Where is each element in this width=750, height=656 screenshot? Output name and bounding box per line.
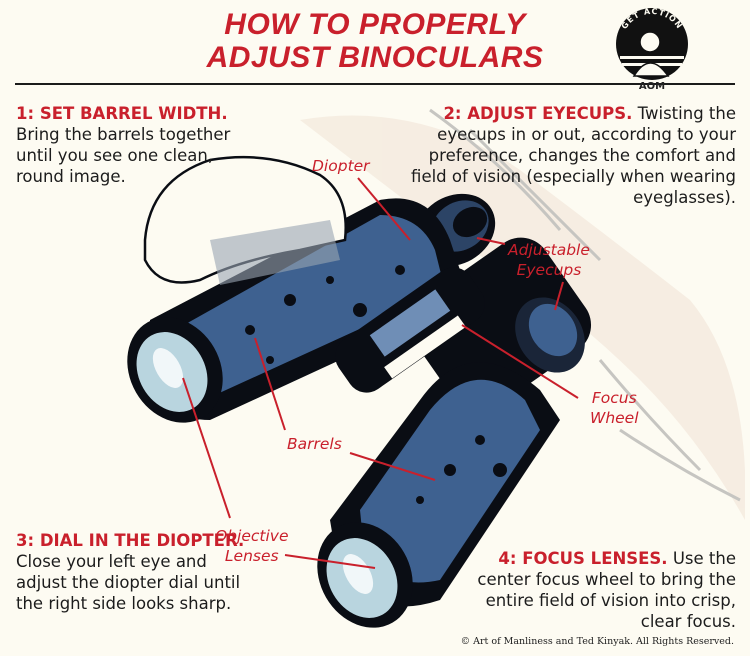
- step-4-body: Use the center focus wheel to bring the …: [477, 549, 736, 631]
- label-barrels-text: Barrels: [287, 435, 342, 453]
- label-focus-line-2: Wheel: [590, 409, 639, 427]
- label-focus-line-1: Focus: [591, 389, 637, 407]
- page-title: HOW TO PROPERLY ADJUST BINOCULARS: [0, 8, 750, 74]
- step-1: 1: SET BARREL WIDTH. Bring the barrels t…: [16, 103, 256, 187]
- hand: [143, 155, 347, 285]
- label-diopter-text: Diopter: [312, 157, 370, 175]
- upper-barrel: [150, 198, 470, 420]
- label-adjustable-eyecups: Adjustable Eyecups: [508, 240, 590, 280]
- title-line-1: HOW TO PROPERLY: [224, 8, 526, 41]
- step-4-heading: 4: FOCUS LENSES.: [498, 549, 668, 568]
- background-sketch: [300, 108, 745, 521]
- label-objective-line-1: Objective: [215, 527, 289, 545]
- focus-wheel-hinge: [335, 267, 485, 393]
- label-objective-lenses: Objective Lenses: [215, 526, 289, 566]
- step-2-heading: 2: ADJUST EYECUPS.: [443, 104, 633, 123]
- step-2-body: Twisting the eyecups in or out, accordin…: [411, 104, 736, 207]
- bottom-objective-lens: [317, 522, 413, 628]
- aom-logo: GET ACTION AOM: [616, 7, 688, 92]
- label-focus-wheel: Focus Wheel: [590, 388, 639, 428]
- step-3-body: Close your left eye and adjust the diopt…: [16, 552, 241, 613]
- step-1-body: Bring the barrels together until you see…: [16, 125, 231, 186]
- svg-text:AOM: AOM: [639, 81, 665, 92]
- header-divider: [15, 83, 735, 85]
- step-2: 2: ADJUST EYECUPS. Twisting the eyecups …: [400, 103, 736, 208]
- left-objective-lens: [127, 317, 223, 423]
- label-diopter: Diopter: [312, 156, 370, 176]
- label-eyecups-line-1: Adjustable: [508, 241, 590, 259]
- copyright-notice: © Art of Manliness and Ted Kinyak. All R…: [460, 636, 734, 647]
- step-3-heading: 3: DIAL IN THE DIOPTER.: [16, 531, 245, 550]
- label-barrels: Barrels: [287, 434, 342, 454]
- title-line-2: ADJUST BINOCULARS: [206, 41, 544, 74]
- step-3: 3: DIAL IN THE DIOPTER. Close your left …: [16, 530, 256, 614]
- label-objective-line-2: Lenses: [224, 547, 279, 565]
- step-4: 4: FOCUS LENSES. Use the center focus wh…: [470, 548, 736, 632]
- label-eyecups-line-2: Eyecups: [516, 261, 582, 279]
- step-1-heading: 1: SET BARREL WIDTH.: [16, 104, 228, 123]
- leader-lines: [182, 177, 579, 569]
